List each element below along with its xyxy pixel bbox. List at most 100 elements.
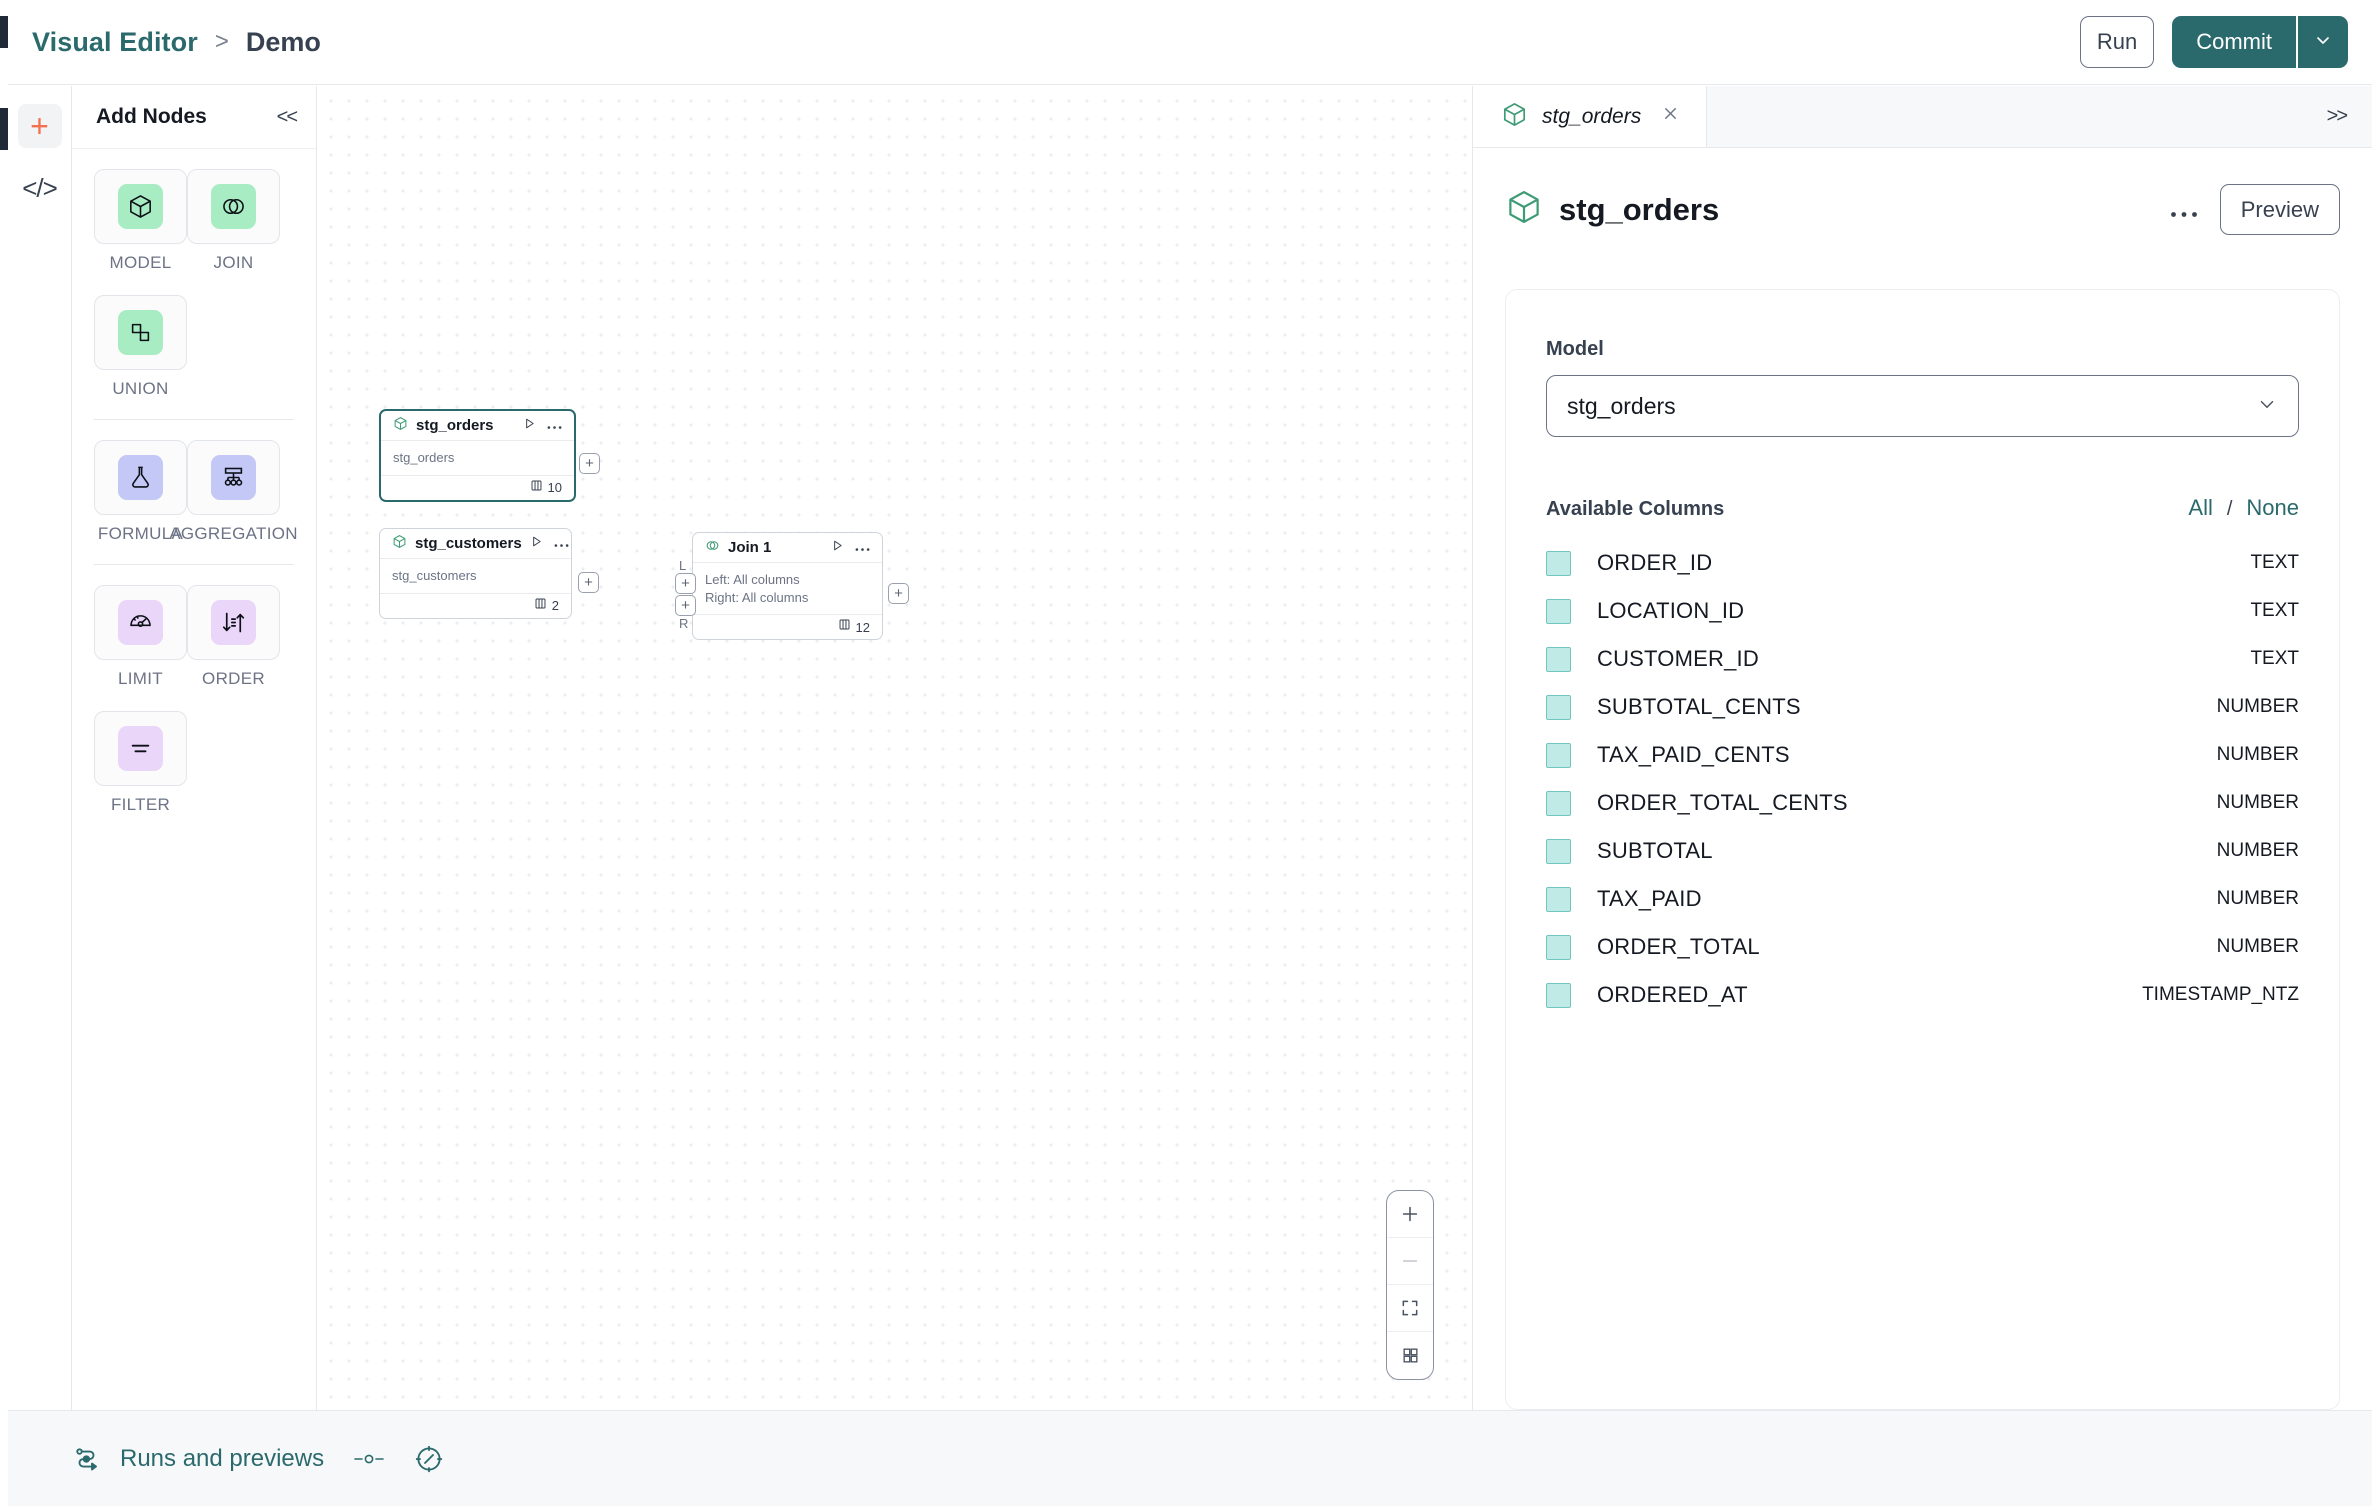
columns-icon bbox=[838, 618, 851, 636]
venn-icon bbox=[211, 184, 256, 229]
column-checkbox[interactable] bbox=[1546, 647, 1571, 672]
join-left-input-port[interactable]: + bbox=[675, 573, 696, 594]
node-output-port-customers[interactable]: + bbox=[578, 572, 599, 593]
column-row[interactable]: CUSTOMER_ID TEXT bbox=[1546, 635, 2299, 683]
node-title: Join 1 bbox=[728, 539, 771, 556]
column-row[interactable]: ORDER_ID TEXT bbox=[1546, 539, 2299, 587]
column-row[interactable]: ORDERED_AT TIMESTAMP_NTZ bbox=[1546, 971, 2299, 1019]
model-select[interactable]: stg_orders bbox=[1546, 375, 2299, 437]
column-checkbox[interactable] bbox=[1546, 935, 1571, 960]
tab-stg-orders[interactable]: stg_orders bbox=[1473, 86, 1707, 147]
node-type-filter[interactable]: FILTER bbox=[94, 711, 187, 815]
toggle-switch-icon[interactable] bbox=[352, 1449, 386, 1469]
collapse-panel-icon[interactable]: << bbox=[277, 106, 296, 129]
preview-button[interactable]: Preview bbox=[2220, 184, 2340, 235]
column-checkbox[interactable] bbox=[1546, 743, 1571, 768]
ellipsis-icon[interactable] bbox=[2170, 202, 2198, 218]
page-title: stg_orders bbox=[1559, 192, 1719, 228]
node-title: stg_customers bbox=[415, 535, 522, 552]
column-checkbox[interactable] bbox=[1546, 695, 1571, 720]
node-type-label: ORDER bbox=[202, 669, 265, 689]
column-name: ORDER_ID bbox=[1597, 550, 1712, 576]
breadcrumb-root-link[interactable]: Visual Editor bbox=[32, 27, 198, 58]
column-type: NUMBER bbox=[2217, 840, 2299, 862]
runs-and-previews-button[interactable]: Runs and previews bbox=[72, 1444, 324, 1474]
add-node-rail-button[interactable]: + bbox=[18, 104, 62, 148]
join-output-port[interactable]: + bbox=[888, 583, 909, 604]
commit-dropdown-button[interactable] bbox=[2296, 16, 2348, 68]
column-checkbox[interactable] bbox=[1546, 839, 1571, 864]
join-right-input-port[interactable]: + bbox=[675, 595, 696, 616]
column-row[interactable]: TAX_PAID NUMBER bbox=[1546, 875, 2299, 923]
node-menu-icon[interactable] bbox=[554, 535, 569, 553]
canvas-node-join-1[interactable]: Join 1 Left: All columns Right: All colu… bbox=[692, 532, 883, 640]
column-row[interactable]: SUBTOTAL_CENTS NUMBER bbox=[1546, 683, 2299, 731]
node-menu-icon[interactable] bbox=[547, 417, 562, 435]
column-type: NUMBER bbox=[2217, 936, 2299, 958]
join-right-port-label: R bbox=[679, 616, 688, 631]
node-type-order[interactable]: ORDER bbox=[187, 585, 280, 689]
column-checkbox[interactable] bbox=[1546, 887, 1571, 912]
run-node-icon[interactable] bbox=[523, 417, 536, 435]
close-icon[interactable] bbox=[1661, 104, 1680, 129]
column-row[interactable]: TAX_PAID_CENTS NUMBER bbox=[1546, 731, 2299, 779]
column-type: TIMESTAMP_NTZ bbox=[2142, 984, 2299, 1006]
node-type-model[interactable]: MODEL bbox=[94, 169, 187, 273]
zoom-out-button[interactable] bbox=[1387, 1238, 1433, 1285]
select-none-link[interactable]: None bbox=[2246, 495, 2299, 521]
code-view-rail-button[interactable]: </> bbox=[18, 166, 62, 210]
edge-strip-gap-top bbox=[0, 0, 8, 16]
column-name: ORDER_TOTAL bbox=[1597, 934, 1760, 960]
node-subtitle-left: Left: All columns bbox=[705, 571, 870, 589]
node-header-actions bbox=[523, 417, 562, 435]
run-node-icon[interactable] bbox=[831, 539, 844, 557]
columns-icon bbox=[530, 479, 543, 497]
column-row[interactable]: ORDER_TOTAL NUMBER bbox=[1546, 923, 2299, 971]
breadcrumb-separator-icon: > bbox=[215, 28, 229, 56]
bottom-bar: Runs and previews bbox=[8, 1410, 2372, 1506]
node-output-port-orders[interactable]: + bbox=[579, 453, 600, 474]
run-node-icon[interactable] bbox=[530, 535, 543, 553]
model-select-value: stg_orders bbox=[1567, 393, 1676, 420]
column-name: TAX_PAID bbox=[1597, 886, 1702, 912]
canvas-edges bbox=[317, 86, 617, 236]
inspector-card: Model stg_orders Available Columns All /… bbox=[1505, 289, 2340, 1410]
canvas-node-stg-orders[interactable]: stg_orders stg_orders 10 bbox=[379, 409, 576, 502]
edge-strip-gap-mid bbox=[0, 48, 8, 108]
column-checkbox[interactable] bbox=[1546, 599, 1571, 624]
node-type-join[interactable]: JOIN bbox=[187, 169, 280, 273]
inspector-header: stg_orders Preview bbox=[1473, 148, 2372, 235]
column-checkbox[interactable] bbox=[1546, 983, 1571, 1008]
column-row[interactable]: LOCATION_ID TEXT bbox=[1546, 587, 2299, 635]
node-menu-icon[interactable] bbox=[855, 539, 870, 557]
node-body: Left: All columns Right: All columns bbox=[693, 563, 882, 614]
node-footer: 2 bbox=[380, 593, 571, 618]
select-all-link[interactable]: All bbox=[2188, 495, 2212, 521]
commit-button-group: Commit bbox=[2172, 16, 2348, 68]
commit-button[interactable]: Commit bbox=[2172, 16, 2296, 68]
column-row[interactable]: SUBTOTAL NUMBER bbox=[1546, 827, 2299, 875]
node-title: stg_orders bbox=[416, 417, 494, 434]
node-column-count: 2 bbox=[552, 598, 559, 613]
expand-panel-icon[interactable]: >> bbox=[2327, 105, 2346, 128]
inspector-panel: stg_orders >> stg_orders Preview bbox=[1472, 86, 2372, 1410]
run-button[interactable]: Run bbox=[2080, 16, 2154, 68]
fit-view-button[interactable] bbox=[1387, 1285, 1433, 1332]
mini-map-button[interactable] bbox=[1387, 1332, 1433, 1379]
zoom-in-button[interactable] bbox=[1387, 1191, 1433, 1238]
node-type-label: JOIN bbox=[214, 253, 254, 273]
flow-canvas[interactable]: stg_orders stg_orders 10 bbox=[317, 86, 1472, 1410]
node-type-aggregation[interactable]: AGGREGATION bbox=[187, 440, 280, 544]
node-type-union[interactable]: UNION bbox=[94, 295, 187, 399]
column-checkbox[interactable] bbox=[1546, 791, 1571, 816]
column-name: SUBTOTAL bbox=[1597, 838, 1713, 864]
node-group-divider bbox=[94, 419, 294, 420]
canvas-node-stg-customers[interactable]: stg_customers stg_customers 2 bbox=[379, 528, 572, 619]
node-subtitle-right: Right: All columns bbox=[705, 589, 870, 607]
venn-icon bbox=[705, 538, 720, 558]
node-type-limit[interactable]: LIMIT bbox=[94, 585, 187, 689]
compass-icon[interactable] bbox=[414, 1444, 444, 1474]
column-checkbox[interactable] bbox=[1546, 551, 1571, 576]
column-row[interactable]: ORDER_TOTAL_CENTS NUMBER bbox=[1546, 779, 2299, 827]
column-name: SUBTOTAL_CENTS bbox=[1597, 694, 1801, 720]
